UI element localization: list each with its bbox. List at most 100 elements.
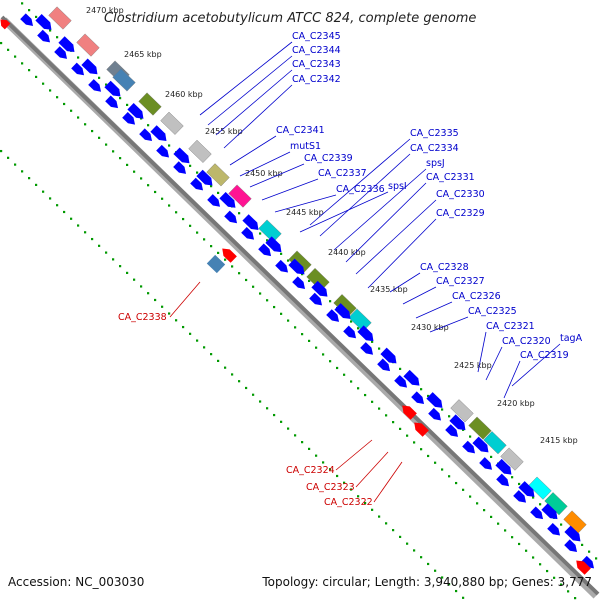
cog-block bbox=[468, 416, 492, 440]
guide-dot bbox=[28, 9, 31, 12]
guide-dot bbox=[280, 312, 283, 315]
guide-dot bbox=[231, 265, 234, 268]
guide-dot bbox=[399, 367, 402, 370]
cog-block bbox=[450, 399, 474, 423]
leader-line bbox=[367, 218, 437, 289]
guide-dot bbox=[14, 55, 17, 58]
cog-block bbox=[188, 139, 212, 163]
reverse-arrow bbox=[222, 248, 237, 263]
forward-arrow bbox=[360, 342, 374, 355]
forward-arrow bbox=[462, 440, 476, 454]
guide-dot bbox=[119, 97, 122, 100]
forward-arrow bbox=[219, 191, 236, 208]
leader-line bbox=[415, 301, 453, 319]
leader-line bbox=[485, 346, 503, 381]
guide-dot bbox=[427, 562, 430, 566]
forward-arrow bbox=[357, 325, 374, 342]
guide-dot bbox=[322, 353, 325, 356]
guide-dot bbox=[210, 245, 213, 248]
guide-dot bbox=[518, 542, 521, 546]
guide-dot bbox=[329, 360, 332, 363]
guide-dot bbox=[147, 184, 150, 187]
guide-dot bbox=[441, 576, 444, 579]
leader-line bbox=[319, 153, 411, 237]
guide-dot bbox=[315, 454, 318, 457]
guide-dot bbox=[266, 299, 269, 302]
forward-arrow bbox=[173, 147, 190, 164]
cog-block bbox=[112, 68, 136, 92]
guide-dot bbox=[126, 271, 129, 275]
gene-label: CA_C2345 bbox=[292, 31, 341, 42]
guide-dot bbox=[399, 427, 402, 430]
gene-label: CA_C2319 bbox=[520, 350, 569, 361]
tick-label: 2470 kbp bbox=[86, 6, 124, 15]
forward-arrow bbox=[479, 457, 493, 470]
guide-dot bbox=[462, 428, 465, 431]
forward-arrow bbox=[54, 46, 68, 59]
guide-dot bbox=[497, 522, 500, 525]
backbone-line bbox=[0, 15, 600, 596]
guide-dot bbox=[574, 597, 577, 600]
guide-dot bbox=[413, 549, 416, 552]
guide-dot bbox=[294, 326, 297, 329]
forward-arrow bbox=[190, 177, 204, 191]
forward-arrow bbox=[265, 236, 282, 253]
guide-dot bbox=[0, 41, 3, 45]
guide-dot bbox=[357, 327, 360, 330]
leader-line bbox=[402, 286, 437, 305]
guide-dot bbox=[287, 319, 290, 322]
forward-arrow bbox=[104, 80, 121, 97]
guide-dot bbox=[154, 298, 157, 302]
guide-dot bbox=[42, 82, 45, 85]
guide-dot bbox=[357, 387, 360, 390]
guide-dot bbox=[140, 117, 143, 120]
gene-label: CA_C2321 bbox=[486, 321, 535, 332]
tick-label: 2445 kbp bbox=[286, 208, 324, 217]
guide-dot bbox=[259, 292, 262, 295]
gene-label: CA_C2330 bbox=[436, 189, 485, 200]
gene-label: CA_C2328 bbox=[420, 262, 469, 273]
leader-line bbox=[169, 281, 201, 318]
guide-dot bbox=[98, 76, 101, 79]
guide-dot bbox=[420, 556, 423, 559]
forward-arrow bbox=[564, 525, 581, 542]
forward-arrow bbox=[37, 29, 51, 43]
guide-dot bbox=[105, 251, 108, 254]
guide-dot bbox=[399, 535, 402, 538]
guide-dot bbox=[273, 413, 276, 417]
leader-line bbox=[199, 41, 293, 116]
forward-arrow bbox=[150, 125, 167, 141]
forward-arrow bbox=[518, 481, 535, 497]
guide-dot bbox=[238, 272, 241, 275]
forward-arrow bbox=[311, 280, 328, 297]
tick-label: 2415 kbp bbox=[540, 436, 578, 445]
guide-dot bbox=[126, 163, 129, 167]
guide-dot bbox=[294, 434, 297, 437]
gene-label: CA_C2339 bbox=[304, 153, 353, 164]
label-leaders bbox=[169, 41, 561, 503]
guide-dot bbox=[182, 325, 185, 329]
tick-label: 2450 kbp bbox=[245, 169, 283, 178]
guide-dot bbox=[175, 211, 178, 214]
guide-dot bbox=[196, 171, 199, 174]
guide-dot bbox=[245, 278, 248, 282]
guide-dot bbox=[133, 170, 136, 173]
forward-arrow bbox=[242, 214, 259, 230]
guide-dot bbox=[182, 217, 185, 221]
forward-gene-arrows bbox=[20, 13, 595, 569]
guide-dot bbox=[378, 407, 381, 410]
leader-line bbox=[335, 439, 373, 471]
gene-label: CA_C2327 bbox=[436, 276, 485, 287]
guide-dot bbox=[140, 285, 143, 288]
guide-dot bbox=[280, 420, 283, 423]
guide-dot bbox=[539, 503, 542, 506]
gene-label: CA_C2326 bbox=[452, 291, 501, 302]
guide-dot bbox=[434, 461, 437, 464]
gene-label: CA_C2322 bbox=[324, 497, 373, 508]
guide-dot bbox=[546, 569, 549, 573]
guide-dot bbox=[385, 522, 388, 525]
forward-arrow bbox=[530, 506, 544, 520]
guide-dot bbox=[504, 529, 507, 532]
tick-label: 2440 kbp bbox=[328, 248, 366, 257]
